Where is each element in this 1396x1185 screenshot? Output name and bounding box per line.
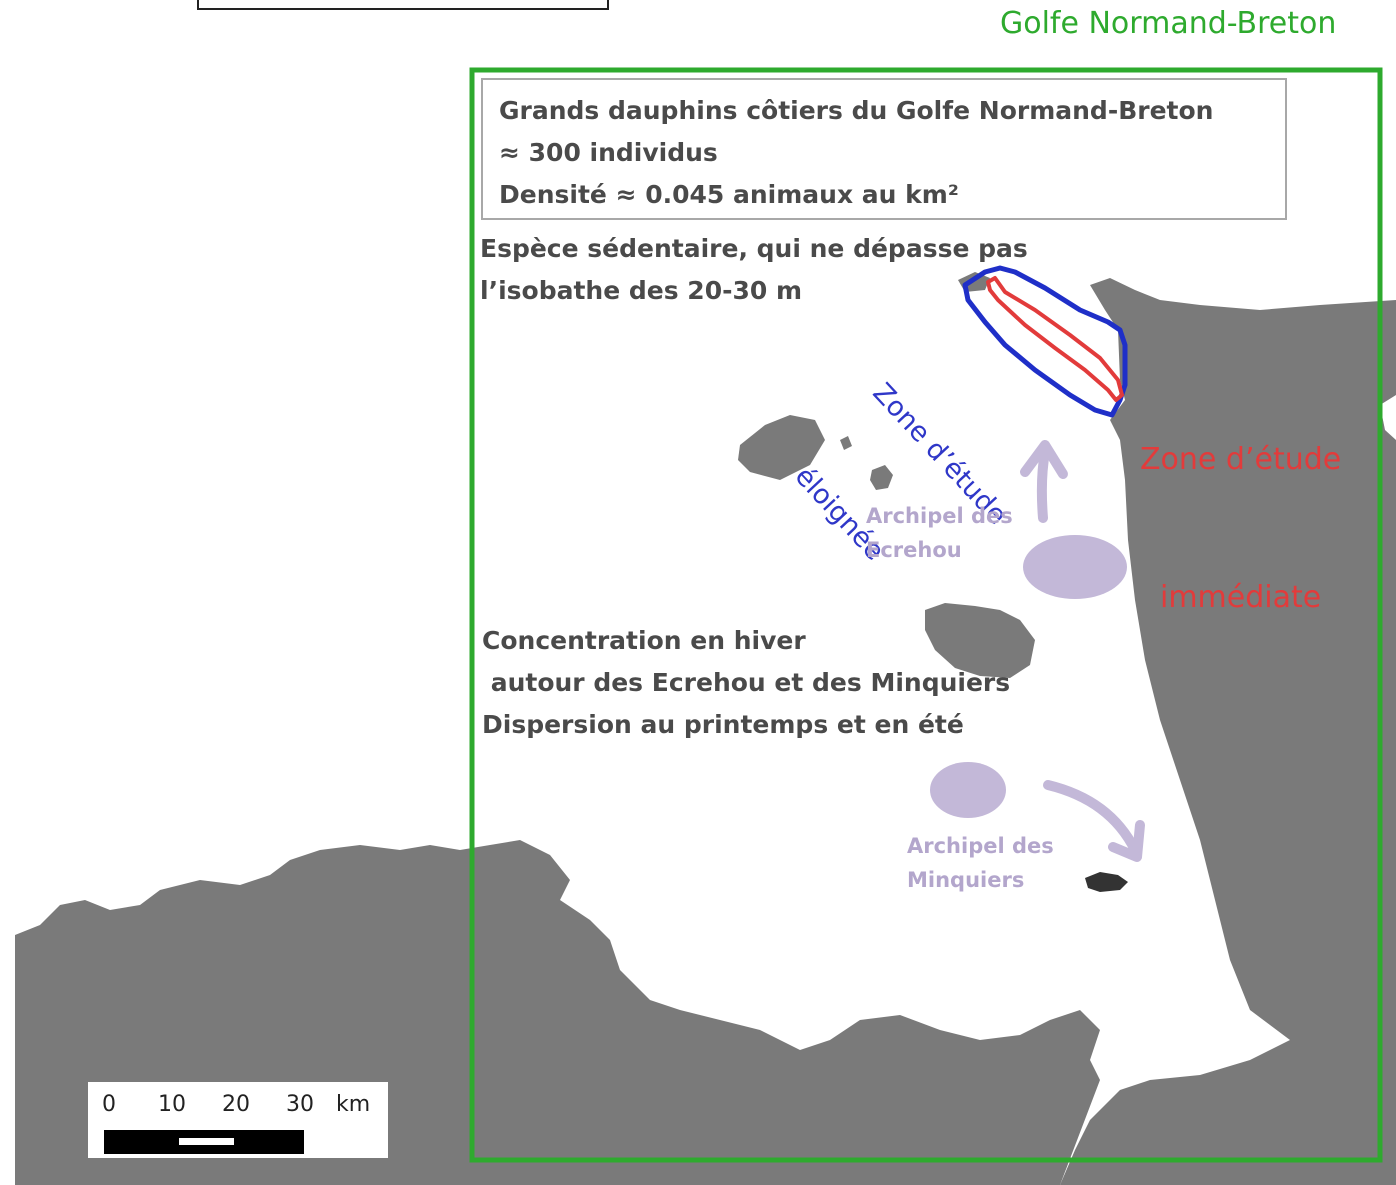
- scale-tick-20: 20: [222, 1092, 250, 1117]
- zone-immediate-line2: immédiate: [1160, 580, 1322, 615]
- minquiers-arrow-head: [1108, 820, 1145, 862]
- inset-frame-fragment: [197, 0, 609, 10]
- minquiers-dispersion-arrow: [1043, 780, 1140, 855]
- minquiers-reef: [1085, 872, 1128, 892]
- golfe-normand-breton-frame: [469, 67, 1383, 1163]
- scale-tick-0: 0: [102, 1092, 116, 1117]
- scale-bar-white-segment: [179, 1138, 234, 1145]
- guernsey-island: [738, 415, 825, 480]
- area-title: Golfe Normand-Breton: [1000, 6, 1337, 41]
- sedentary-note-line1: Espèce sédentaire, qui ne dépasse pas: [480, 234, 1028, 263]
- scale-bar: 0 10 20 30 km: [88, 1082, 388, 1158]
- info-line-population: Grands dauphins côtiers du Golfe Normand…: [499, 96, 1214, 125]
- minquiers-label-line1: Archipel des: [907, 834, 1054, 858]
- scale-tick-10: 10: [158, 1092, 186, 1117]
- jersey-island: [925, 603, 1035, 678]
- scale-unit: km: [336, 1092, 371, 1117]
- info-line-count: ≈ 300 individus: [499, 138, 718, 167]
- concentration-note-line2: autour des Ecrehou et des Minquiers: [482, 668, 1011, 697]
- zone-immediate-line1: Zone d’étude: [1140, 442, 1342, 477]
- ecrehou-dispersion-arrow: [1036, 447, 1050, 523]
- concentration-note-line1: Concentration en hiver: [482, 626, 806, 655]
- zone-immediate-label: Zone d’étude immédiate: [1140, 345, 1341, 713]
- minquiers-label-line2: Minquiers: [907, 868, 1025, 892]
- herm-islet: [840, 436, 852, 450]
- scale-bar-graphic: [104, 1130, 304, 1154]
- info-line-density: Densité ≈ 0.045 animaux au km²: [499, 180, 959, 209]
- concentration-note-line3: Dispersion au printemps et en été: [482, 710, 964, 739]
- ecrehou-arrow-head: [1020, 440, 1068, 479]
- sark-island: [870, 465, 893, 490]
- info-box: Grands dauphins côtiers du Golfe Normand…: [481, 78, 1287, 220]
- ecrehou-label-line1: Archipel des: [866, 504, 1013, 528]
- cotentin-inlet: [1380, 395, 1396, 440]
- cotentin-peninsula-land: [1060, 278, 1396, 1185]
- ecrehou-label-line2: Ecrehou: [866, 538, 962, 562]
- sedentary-note-line2: l’isobathe des 20-30 m: [480, 276, 803, 305]
- minquiers-concentration-area: [930, 762, 1006, 818]
- ecrehou-concentration-area: [1023, 535, 1127, 599]
- zone-eloignee-outline: [962, 265, 1128, 418]
- zone-immediate-outline: [986, 276, 1124, 402]
- scale-tick-30: 30: [286, 1092, 314, 1117]
